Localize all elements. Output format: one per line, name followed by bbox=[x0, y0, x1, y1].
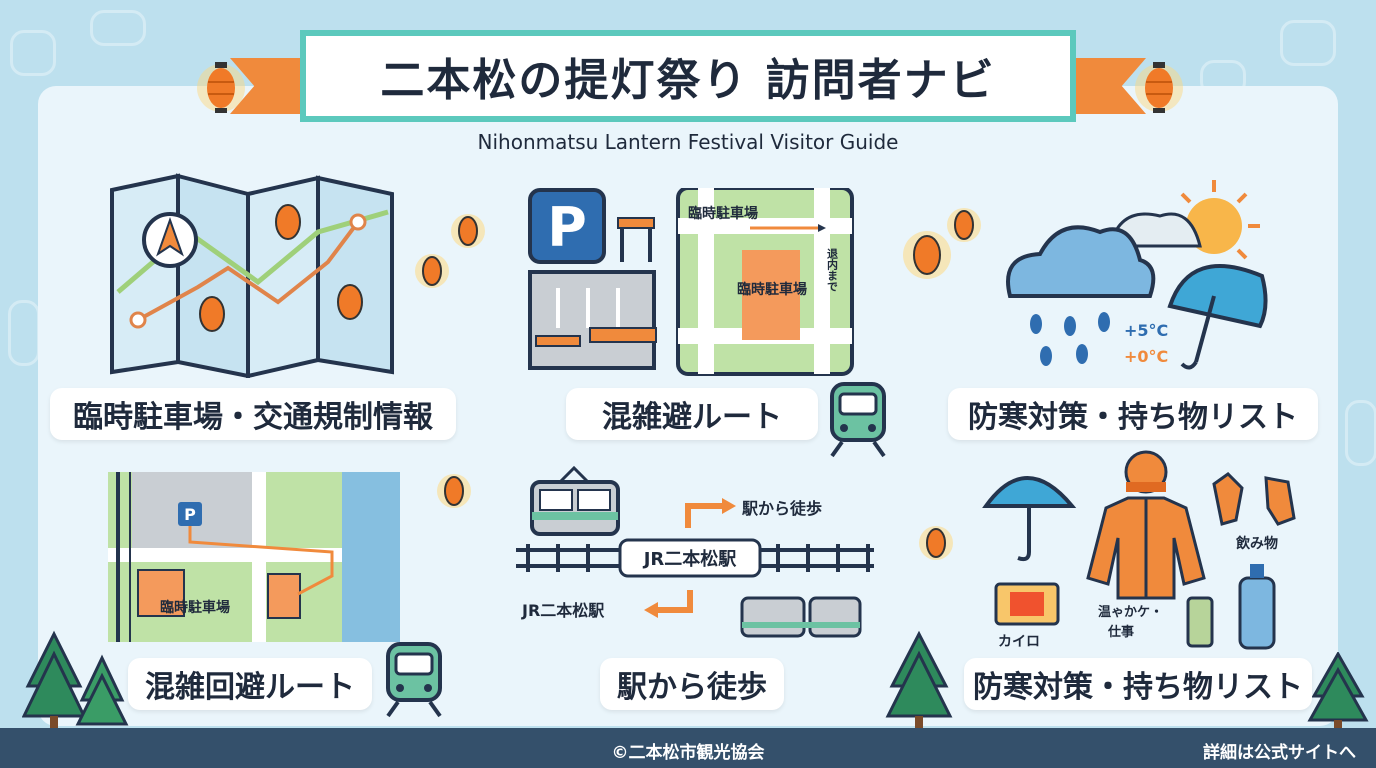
lantern-icon bbox=[451, 214, 485, 248]
lantern-icon bbox=[415, 254, 449, 288]
lantern-icon bbox=[947, 208, 981, 242]
parking-icon bbox=[178, 502, 202, 526]
train-icon bbox=[530, 465, 620, 536]
cloud-icon bbox=[1006, 225, 1156, 298]
cold-items-illustration: 飲み物 カイロ 温ゃかケ・ 仕事 bbox=[982, 450, 1296, 650]
lantern-icon bbox=[903, 231, 951, 279]
svg-text:+0°C: +0°C bbox=[1124, 347, 1168, 366]
lantern-icon bbox=[437, 474, 471, 508]
train-icon bbox=[740, 596, 862, 638]
label-route-bottom: 混雑回避ルート bbox=[128, 658, 372, 710]
label-cold-bottom: 防寒対策・持ち物リスト bbox=[964, 658, 1312, 710]
svg-text:カイロ: カイロ bbox=[998, 634, 1040, 650]
folded-map-illustration bbox=[110, 173, 394, 378]
weather-illustration: +5°C +0°C bbox=[1006, 180, 1268, 370]
parking-icon bbox=[528, 188, 606, 264]
svg-text:退内まで: 退内まで bbox=[826, 247, 839, 292]
jacket-icon bbox=[1086, 450, 1206, 600]
gloves-icon bbox=[1212, 472, 1296, 526]
label-route-top: 混雑避ルート bbox=[566, 388, 818, 440]
tree-icon bbox=[885, 630, 953, 730]
station-walk-illustration: JR二本松駅 駅から徒歩 JR二本松駅 bbox=[516, 465, 874, 638]
svg-text:臨時駐車場: 臨時駐車場 bbox=[688, 205, 758, 222]
train-icon bbox=[830, 382, 886, 458]
copyright: ©二本松市観光協会 bbox=[611, 743, 765, 763]
train-icon bbox=[386, 642, 442, 718]
svg-text:JR二本松駅: JR二本松駅 bbox=[642, 548, 738, 570]
svg-text:仕事: 仕事 bbox=[1107, 624, 1134, 640]
label-cold-top: 防寒対策・持ち物リスト bbox=[948, 388, 1318, 440]
lantern-icon bbox=[919, 526, 953, 560]
sun-icon bbox=[1180, 180, 1260, 260]
tree-icon bbox=[1307, 652, 1369, 730]
footer: ©二本松市観光協会 詳細は公式サイトへ bbox=[0, 728, 1376, 768]
svg-text:臨時駐車場: 臨時駐車場 bbox=[160, 599, 230, 616]
svg-text:P: P bbox=[547, 196, 587, 259]
label-walk: 駅から徒歩 bbox=[600, 658, 784, 710]
lantern-icon bbox=[197, 62, 245, 113]
page-subtitle: Nihonmatsu Lantern Festival Visitor Guid… bbox=[477, 130, 899, 154]
umbrella-icon bbox=[982, 476, 1077, 562]
svg-text:P: P bbox=[184, 505, 196, 524]
tree-icon bbox=[22, 630, 129, 730]
umbrella-icon bbox=[1167, 264, 1268, 370]
svg-text:臨時駐車場: 臨時駐車場 bbox=[737, 281, 807, 298]
rain-icon bbox=[1030, 312, 1110, 366]
title-box: 二本松の提灯祭り 訪問者ナビ bbox=[300, 30, 1076, 122]
lantern-icon bbox=[199, 204, 363, 332]
svg-text:JR二本松駅: JR二本松駅 bbox=[521, 601, 605, 620]
svg-text:+5°C: +5°C bbox=[1124, 321, 1168, 340]
svg-text:飲み物: 飲み物 bbox=[1235, 535, 1278, 552]
official-site-link[interactable]: 詳細は公式サイトへ bbox=[1203, 743, 1356, 763]
route-map-illustration: P 臨時駐車場 bbox=[108, 472, 400, 642]
heat-pack-icon bbox=[994, 582, 1060, 626]
label-parking-traffic: 臨時駐車場・交通規制情報 bbox=[50, 388, 456, 440]
parking-map-illustration: P 臨時駐車場 臨時駐車場 退内まで bbox=[528, 188, 854, 376]
title-banner: 二本松の提灯祭り 訪問者ナビ bbox=[230, 30, 1146, 122]
svg-text:駅から徒歩: 駅から徒歩 bbox=[741, 499, 822, 518]
svg-text:温ゃかケ・: 温ゃかケ・ bbox=[1098, 605, 1163, 620]
lantern-icon bbox=[1135, 62, 1183, 113]
page-title: 二本松の提灯祭り 訪問者ナビ bbox=[380, 55, 996, 106]
water-bottle-icon bbox=[1238, 564, 1276, 650]
warm-drink-icon bbox=[1186, 596, 1214, 648]
station-sign bbox=[618, 538, 762, 578]
